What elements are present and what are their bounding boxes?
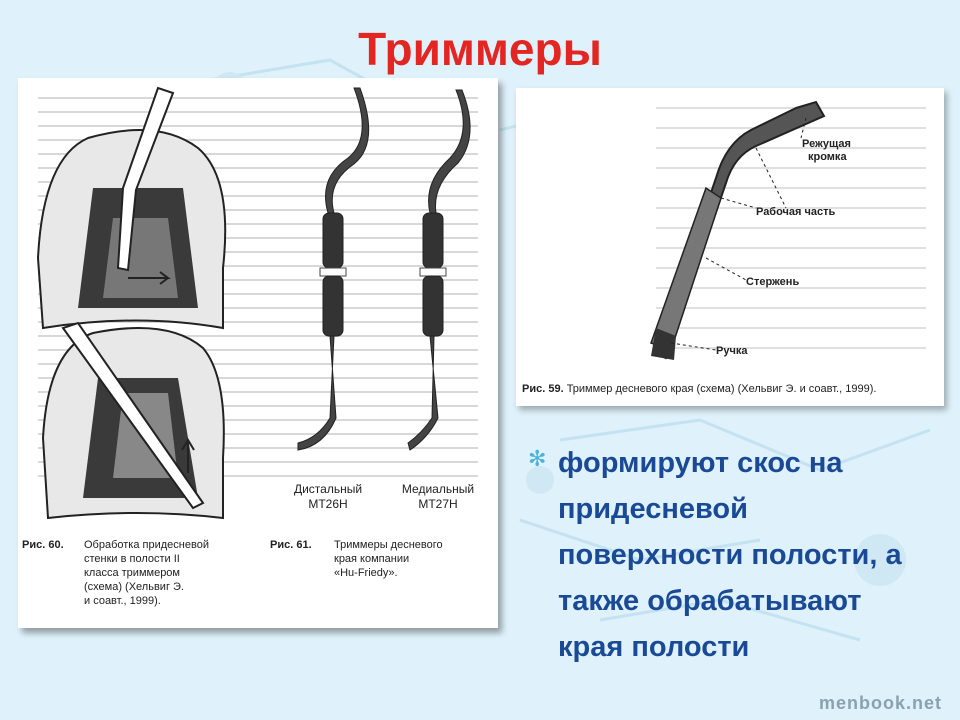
label-cutting-edge-2: кромка (808, 151, 847, 163)
slide-title: Триммеры (358, 23, 602, 75)
label-shaft: Стержень (746, 276, 800, 288)
fig60-number: Рис. 60. (22, 539, 64, 551)
bullet-asterisk-icon: ✻ (528, 447, 547, 472)
figure-panel-right: Режущая кромка Рабочая часть Стержень Ру… (516, 88, 944, 406)
label-working-part: Рабочая часть (756, 206, 836, 218)
figure-60-61-illustration (36, 86, 478, 520)
bullet-text: формируют скос на придесневой поверхност… (558, 447, 902, 663)
figure-panel-left: Дистальный MT26H Медиальный MT27H Рис. 6… (18, 78, 498, 628)
mt26h-label-line1: Дистальный (293, 482, 363, 496)
watermark: menbook.net (818, 693, 942, 713)
label-handle: Ручка (716, 345, 748, 357)
fig61-number: Рис. 61. (270, 539, 312, 551)
fig61-caption: Триммеры десневого края компании «Hu-Fri… (334, 539, 443, 579)
mt26h-label-line2: MT26H (308, 497, 348, 511)
mt27h-label-line1: Медиальный (401, 482, 475, 496)
fig59-caption: Рис. 59. Триммер десневого края (схема) … (522, 383, 877, 395)
label-cutting-edge-1: Режущая (802, 138, 851, 150)
fig60-caption: Обработка придесневой стенки в полости I… (84, 539, 209, 607)
figure-59-illustration (650, 100, 926, 360)
mt27h-label-line2: MT27H (418, 497, 458, 511)
